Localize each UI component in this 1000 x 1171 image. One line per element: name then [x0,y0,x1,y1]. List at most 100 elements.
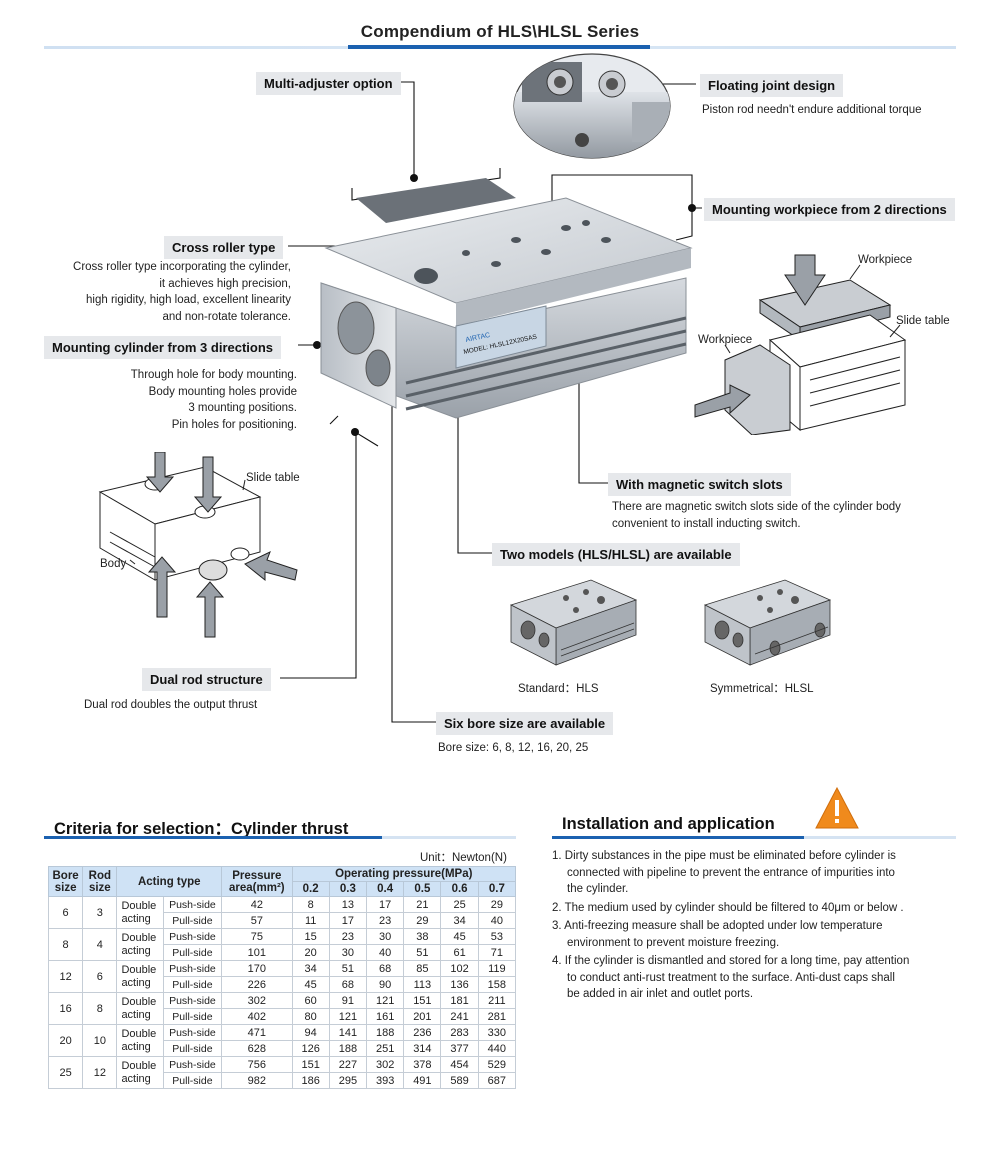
thrust-value-cell: 68 [328,976,368,993]
callout-two-models: Two models (HLS/HLSL) are available [492,543,740,566]
callout-floating-joint: Floating joint design [700,74,844,97]
header-pressure-5: 0.7 [477,881,517,897]
thrust-value-cell: 201 [403,1008,442,1025]
thrust-value-cell: 281 [477,1008,517,1025]
thrust-value-cell: 20 [291,944,330,961]
unit-note: Unit：Newton(N) [420,852,507,864]
callout-cross-roller: Cross roller type [164,236,284,259]
rod-cell: 10 [82,1024,118,1057]
push-side-cell: Push-side [162,896,223,913]
thrust-value-cell: 378 [403,1056,442,1073]
thrust-value-cell: 38 [403,928,442,945]
thrust-value-cell: 40 [366,944,405,961]
thrust-value-cell: 151 [403,992,442,1009]
thrust-value-cell: 45 [440,928,479,945]
header-pressure-0: 0.2 [291,881,330,897]
thrust-value-cell: 529 [477,1056,517,1073]
thrust-value-cell: 121 [366,992,405,1009]
header-acting: Acting type [116,866,223,897]
label-slide-table-left: Slide table [246,472,300,484]
bore-cell: 16 [47,992,84,1025]
pull-side-cell: Pull-side [162,912,223,929]
criteria-rule-accent [44,836,382,839]
list-item-line: connected with pipeline to prevent the e… [567,866,895,879]
pull-side-cell: Pull-side [162,1072,223,1089]
thrust-value-cell: 51 [403,944,442,961]
thrust-value-cell: 151 [291,1056,330,1073]
warning-icon [815,786,859,829]
desc-line: Body mounting holes provide [148,385,297,398]
thrust-value-cell: 34 [440,912,479,929]
thrust-value-cell: 302 [366,1056,405,1073]
label-standard: Standard：HLS [518,683,599,695]
thrust-value-cell: 227 [328,1056,368,1073]
thrust-value-cell: 90 [366,976,405,993]
thrust-value-cell: 251 [366,1040,405,1057]
pull-side-cell: Pull-side [162,976,223,993]
area-cell: 101 [221,944,293,961]
thrust-value-cell: 295 [328,1072,368,1089]
thrust-value-cell: 687 [477,1072,517,1089]
area-cell: 628 [221,1040,293,1057]
thrust-value-cell: 29 [403,912,442,929]
thrust-value-cell: 314 [403,1040,442,1057]
symmetrical-model-image [703,579,832,666]
push-side-cell: Push-side [162,1056,223,1073]
desc-line: and non-rotate tolerance. [162,310,291,323]
thrust-value-cell: 440 [477,1040,517,1057]
cross-roller-desc: Cross roller type incorporating the cyli… [20,259,291,325]
rod-cell: 6 [82,960,118,993]
thrust-value-cell: 393 [366,1072,405,1089]
bore-cell: 12 [47,960,84,993]
magnetic-switch-desc: There are magnetic switch slots side of … [612,499,901,532]
list-item: 2. The medium used by cylinder should be… [552,900,962,917]
thrust-value-cell: 17 [366,896,405,913]
leader-dot [410,174,418,182]
thrust-value-cell: 40 [477,912,517,929]
thrust-value-cell: 68 [366,960,405,977]
area-cell: 75 [221,928,293,945]
list-item: 4. If the cylinder is dismantled and sto… [552,953,962,1003]
thrust-value-cell: 283 [440,1024,479,1041]
rod-cell: 8 [82,992,118,1025]
thrust-value-cell: 25 [440,896,479,913]
criteria-title: Criteria for selection：Cylinder thrust [54,820,349,838]
thrust-value-cell: 34 [291,960,330,977]
list-item-line: environment to prevent moisture freezing… [567,936,780,949]
thrust-value-cell: 51 [328,960,368,977]
body-mounting-diagram [98,452,298,638]
main-product-image: AIRTAC MODEL: HLSL12X20SAS [320,178,693,419]
leader-dot [313,341,321,349]
thrust-value-cell: 30 [366,928,405,945]
mounting-cylinder-desc: Through hole for body mounting. Body mou… [20,367,297,433]
header-pressure-3: 0.5 [403,881,442,897]
thrust-value-cell: 21 [403,896,442,913]
installation-rule-accent [552,836,804,839]
rod-cell: 3 [82,896,118,929]
desc-line: Pin holes for positioning. [171,418,297,431]
thrust-value-cell: 71 [477,944,517,961]
pull-side-cell: Pull-side [162,944,223,961]
pull-side-cell: Pull-side [162,1008,223,1025]
label-workpiece-side: Workpiece [698,334,753,346]
thrust-value-cell: 61 [440,944,479,961]
workpiece-mounting-diagram [694,254,907,435]
list-item: 3. Anti-freezing measure shall be adopte… [552,918,962,951]
list-item-line: 1. Dirty substances in the pipe must be … [552,850,896,862]
area-cell: 756 [221,1056,293,1073]
thrust-value-cell: 113 [403,976,442,993]
thrust-value-cell: 29 [477,896,517,913]
label-symmetrical: Symmetrical：HLSL [710,683,814,695]
thrust-value-cell: 126 [291,1040,330,1057]
thrust-value-cell: 8 [291,896,330,913]
label-body: Body [100,558,127,570]
area-cell: 57 [221,912,293,929]
bore-cell: 20 [47,1024,84,1057]
desc-line: Cross roller type incorporating the cyli… [73,261,291,273]
